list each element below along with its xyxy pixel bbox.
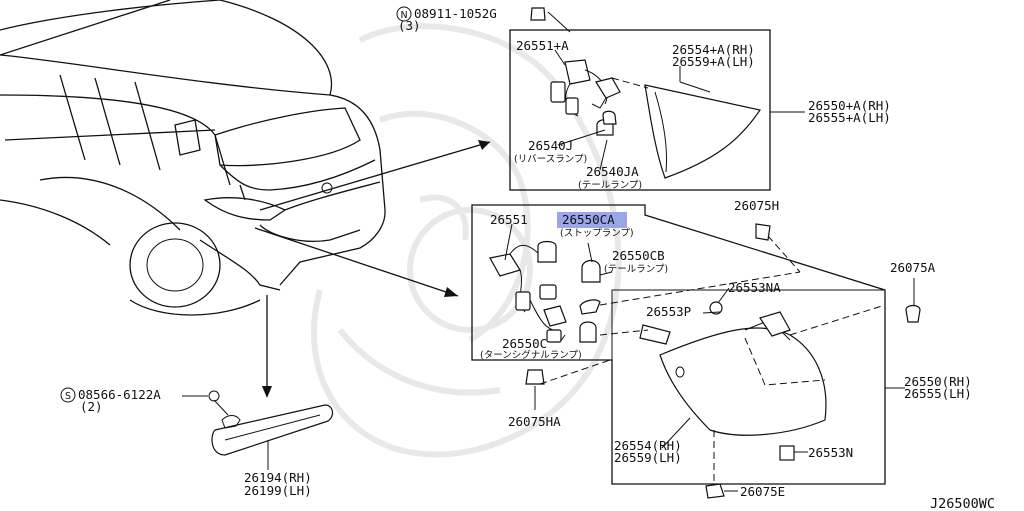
- part-number-26194[interactable]: 26194(RH): [244, 470, 312, 485]
- part-number-26550A[interactable]: 26550+A(RH): [808, 98, 891, 113]
- desc-26550CA: (ストップランプ): [560, 228, 634, 239]
- callout-arrows: [254, 140, 491, 398]
- part-number-08911[interactable]: 08911-1052G: [414, 6, 497, 21]
- part-number-26075A[interactable]: 26075A: [890, 260, 936, 275]
- nut-symbol: N: [400, 10, 407, 21]
- screw-symbol: S: [65, 391, 71, 402]
- part-number-26199[interactable]: 26199(LH): [244, 483, 312, 498]
- part-number-26553NA[interactable]: 26553NA: [728, 280, 781, 295]
- desc-26540JA: (テールランプ): [578, 180, 642, 191]
- part-number-26550CA[interactable]: 26550CA: [562, 212, 615, 227]
- part-number-26075HA[interactable]: 26075HA: [508, 414, 561, 429]
- screw-26075A: [905, 304, 921, 323]
- part-number-26540JA[interactable]: 26540JA: [586, 164, 639, 179]
- desc-26540J: (リバースランプ): [514, 154, 587, 165]
- clip-26075E: [705, 483, 725, 499]
- side-reflector-26194: [182, 390, 334, 470]
- part-highlight: [557, 212, 627, 228]
- part-number-26553P[interactable]: 26553P: [646, 304, 691, 319]
- upper-socket-harness: [550, 59, 621, 136]
- part-number-26075E[interactable]: 26075E: [740, 484, 785, 499]
- clip-26553N: [779, 445, 795, 461]
- part-number-26555A[interactable]: 26555+A(LH): [808, 110, 891, 125]
- nut-08911: [530, 7, 546, 21]
- lower-socket-harness: [489, 240, 601, 343]
- part-number-26555[interactable]: 26555(LH): [904, 386, 972, 401]
- watermark-emblem: [310, 23, 622, 458]
- clip-26075H: [755, 223, 771, 241]
- top-box-leader-lines: [547, 11, 805, 171]
- part-number-26550CB[interactable]: 26550CB: [612, 248, 665, 263]
- part-number-26550[interactable]: 26550(RH): [904, 374, 972, 389]
- clip-26553NA: [709, 301, 723, 315]
- part-number-26075H[interactable]: 26075H: [734, 198, 779, 213]
- part-number-26554[interactable]: 26554(RH): [614, 438, 682, 453]
- part-number-26559[interactable]: 26559(LH): [614, 450, 682, 465]
- fastener-clips: [525, 7, 921, 499]
- desc-26550C: (ターンシグナルランプ): [480, 349, 582, 361]
- part-number-08566[interactable]: 08566-6122A: [78, 387, 161, 402]
- inner-lamp-detail-box: [509, 29, 771, 191]
- part-number-26551[interactable]: 26551: [490, 212, 528, 227]
- clip-26075HA: [525, 369, 545, 385]
- label-08911[interactable]: N 08911-1052G (3): [396, 6, 497, 33]
- part-number-26553N[interactable]: 26553N: [808, 445, 853, 460]
- lamp-body-box: [611, 289, 886, 485]
- part-number-26554A[interactable]: 26554+A(RH): [672, 42, 755, 57]
- part-number-26559A[interactable]: 26559+A(LH): [672, 54, 755, 69]
- lower-leader-lines: [504, 223, 915, 492]
- part-number-26551A[interactable]: 26551+A: [516, 38, 569, 53]
- label-08566[interactable]: S 08566-6122A (2): [60, 387, 161, 414]
- upper-lamp-body: [611, 77, 761, 179]
- desc-26550CB: (テールランプ): [604, 264, 668, 275]
- quantity-08566: (2): [80, 399, 103, 414]
- lower-lamp-body: [599, 304, 886, 436]
- part-number-26540J[interactable]: 26540J: [528, 138, 573, 153]
- quantity-08911: (3): [398, 18, 421, 33]
- vehicle-outline: [0, 0, 386, 316]
- part-number-26550C[interactable]: 26550C: [502, 336, 547, 351]
- diagram-code: J26500WC: [930, 496, 995, 511]
